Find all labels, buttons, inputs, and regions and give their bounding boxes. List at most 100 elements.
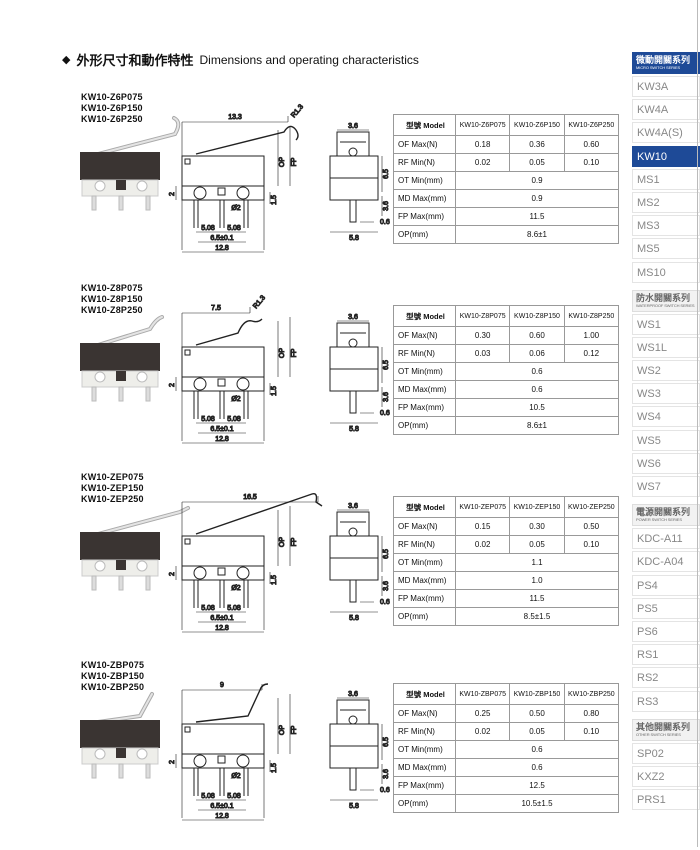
column-header: KW10-ZBP150	[509, 683, 565, 705]
model-name: KW10-ZBP250	[81, 682, 145, 692]
row-label: OT Min(mm)	[393, 553, 456, 572]
table-cell: 0.6	[455, 758, 619, 777]
table-cell: 11.5	[455, 207, 619, 226]
model-name: KW10-Z6P150	[81, 103, 143, 113]
dimension-label: R1.3	[290, 103, 305, 119]
sidebar-item-rs2[interactable]: RS2	[632, 667, 700, 689]
table-cell: 0.80	[563, 704, 620, 723]
dimension-label: 5.08	[227, 416, 241, 423]
dimension-label: 3.6	[348, 314, 358, 321]
sidebar-item-ms5[interactable]: MS5	[632, 238, 700, 260]
table-cell: 0.12	[563, 344, 620, 363]
column-header: KW10-ZEP150	[509, 496, 565, 518]
dimension-label: FP	[291, 537, 298, 546]
series-title-en: POWER SWITCH SERIES	[636, 517, 682, 523]
model-name: KW10-Z6P075	[81, 92, 143, 102]
sidebar-item-kw3a[interactable]: KW3A	[632, 76, 700, 97]
model-name: KW10-ZEP250	[81, 494, 144, 504]
dimension-label: 6.5±0.1	[210, 615, 233, 622]
table-cell: 11.5	[455, 589, 619, 608]
heading-en: Dimensions and operating characteristics	[199, 52, 419, 67]
sidebar-item-ws2[interactable]: WS2	[632, 360, 700, 382]
table-cell: 0.50	[563, 517, 620, 536]
table-cell: 0.10	[563, 535, 620, 554]
sidebar-item-ps5[interactable]: PS5	[632, 597, 700, 619]
sidebar-item-ws1l[interactable]: WS1L	[632, 336, 700, 358]
sidebar-item-ws1[interactable]: WS1	[632, 313, 700, 335]
sidebar-item-kdc-a04[interactable]: KDC-A04	[632, 551, 700, 573]
column-header: KW10-Z6P250	[563, 114, 620, 136]
sidebar-item-ps4[interactable]: PS4	[632, 574, 700, 596]
sidebar-item-kxz2[interactable]: KXZ2	[632, 765, 700, 787]
dimension-label: 2	[169, 760, 176, 764]
model-name: KW10-Z8P150	[81, 294, 143, 304]
table-row: FP Max(mm)11.5	[393, 589, 619, 608]
dimension-label: 5.8	[349, 235, 359, 242]
sidebar-item-ms2[interactable]: MS2	[632, 191, 700, 213]
series-title-zh: 電源開關系列	[636, 507, 691, 518]
table-cell: 0.06	[509, 344, 565, 363]
sidebar-item-ws4[interactable]: WS4	[632, 406, 700, 428]
switch-photo	[80, 692, 160, 779]
table-cell: 0.9	[455, 189, 619, 208]
sidebar-item-ws7[interactable]: WS7	[632, 476, 700, 497]
table-cell: 10.5±1.5	[455, 794, 619, 813]
sidebar-item-kw4a[interactable]: KW4A	[632, 99, 700, 121]
diamond-bullet-icon: ◆	[62, 54, 71, 66]
sidebar-item-kw10[interactable]: KW10	[632, 145, 700, 167]
dimension-label: 3.6	[348, 691, 358, 698]
dimension-label: 6.5	[383, 737, 390, 747]
dimension-label: 5.08	[201, 605, 215, 612]
sidebar-item-sp02[interactable]: SP02	[632, 742, 700, 764]
table-cell: 0.6	[455, 740, 619, 759]
sidebar-item-ws3[interactable]: WS3	[632, 383, 700, 405]
dimension-label: 5.08	[201, 225, 215, 232]
dimension-label: 9	[220, 682, 224, 689]
table-row: OT Min(mm)1.1	[393, 553, 619, 572]
dimension-label: 5.08	[227, 605, 241, 612]
sidebar-item-ws6[interactable]: WS6	[632, 452, 700, 474]
table-row: FP Max(mm)11.5	[393, 207, 619, 226]
series-title-en: OTHER SWITCH SERIES	[636, 731, 681, 737]
sidebar-item-ms10[interactable]: MS10	[632, 261, 700, 283]
dimension-label: 0.6	[380, 599, 390, 606]
dimension-label: 1.5	[271, 386, 278, 396]
table-cell: 1.1	[455, 553, 619, 572]
page-heading: ◆ 外形尺寸和動作特性 Dimensions and operating cha…	[62, 50, 419, 69]
dimension-label: OP	[279, 157, 286, 167]
sidebar-item-rs1[interactable]: RS1	[632, 644, 700, 666]
dimension-label: 0.6	[380, 787, 390, 794]
sidebar-item-ps6[interactable]: PS6	[632, 620, 700, 642]
sidebar-item-ms3[interactable]: MS3	[632, 215, 700, 237]
row-label: RF Min(N)	[393, 535, 456, 554]
row-label: OP(mm)	[393, 416, 456, 435]
sidebar-item-prs1[interactable]: PRS1	[632, 789, 700, 811]
dimension-label: 3.6	[383, 201, 390, 211]
sidebar-item-kdc-a11[interactable]: KDC-A11	[632, 528, 700, 550]
series-title-zh: 防水開關系列	[636, 292, 691, 303]
sidebar-item-ms1[interactable]: MS1	[632, 168, 700, 190]
sidebar-item-kw4a-s-[interactable]: KW4A(S)	[632, 122, 700, 144]
dimension-label: 3.6	[348, 503, 358, 510]
sidebar-item-ws5[interactable]: WS5	[632, 429, 700, 451]
row-label: OT Min(mm)	[393, 740, 456, 759]
sidebar-item-rs3[interactable]: RS3	[632, 690, 700, 712]
side-view: 3.66.53.60.65.8	[329, 314, 391, 434]
dimension-label: 1.5	[271, 575, 278, 585]
dimension-label: 5.08	[201, 416, 215, 423]
dimension-label: 5.8	[349, 803, 359, 810]
